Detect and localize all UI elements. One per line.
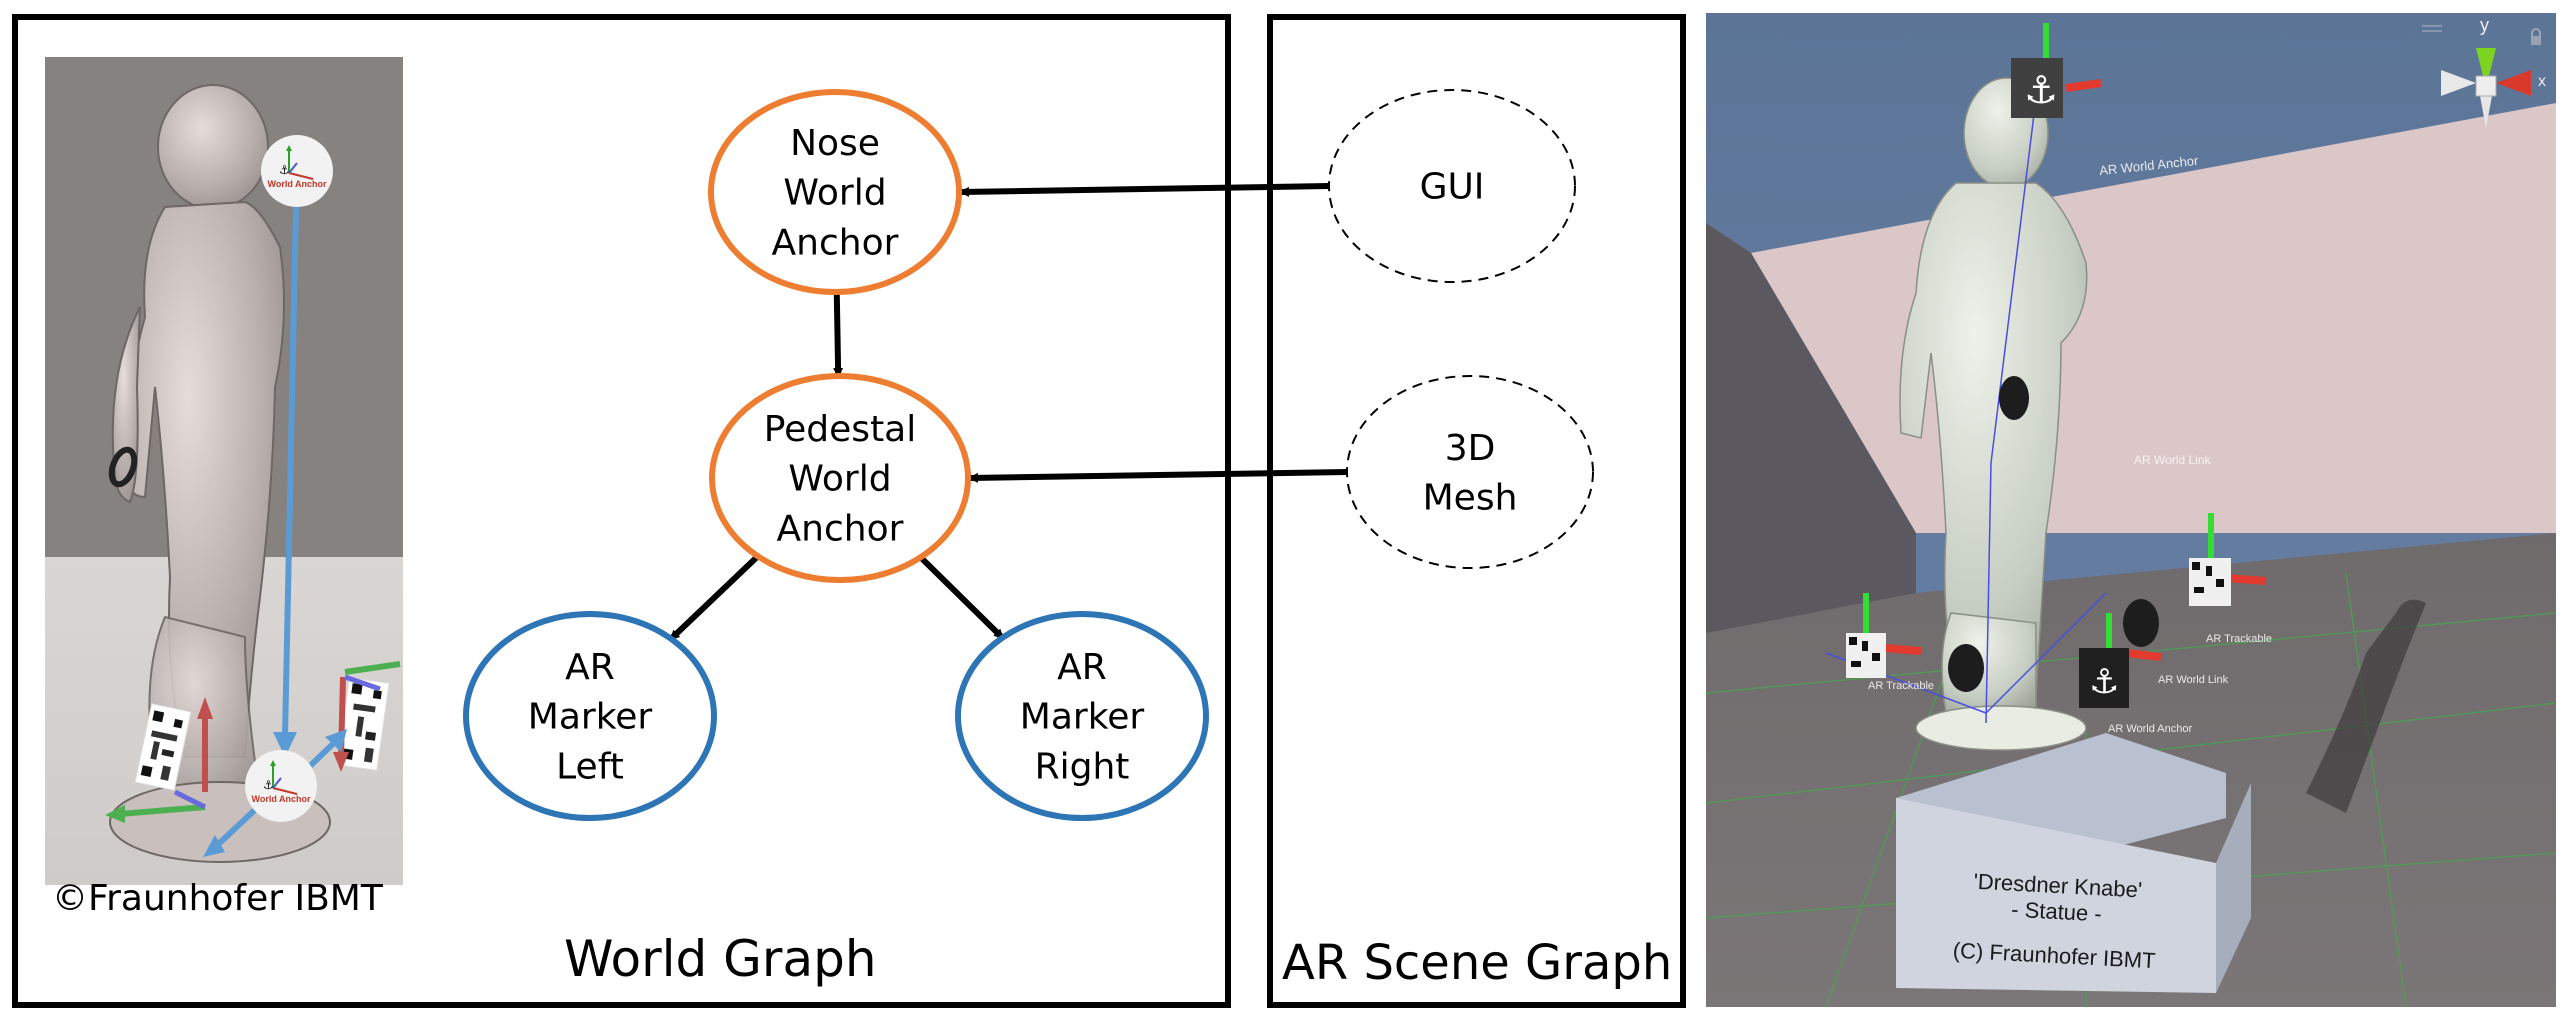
qr-marker-right bbox=[336, 677, 390, 771]
node-gui: GUI bbox=[1328, 89, 1576, 283]
graph-diagram: NoseWorldAnchorPedestalWorldAnchorARMark… bbox=[463, 89, 1594, 821]
shadow bbox=[2306, 599, 2426, 813]
bracelet-icon bbox=[108, 446, 138, 488]
overlay-label: AR Trackable bbox=[2206, 633, 2273, 645]
anchor-cube-pedestal: ⚓ bbox=[2079, 613, 2162, 708]
node-label: AR bbox=[1057, 647, 1107, 688]
scene-view: ⚓ ⚓ bbox=[1706, 13, 2556, 1007]
overlay-label: AR World Anchor bbox=[2108, 723, 2193, 735]
edge-gui-to-nose bbox=[959, 183, 1330, 197]
gizmo-x-label: x bbox=[2538, 73, 2546, 90]
pedestal-front bbox=[1896, 798, 2216, 993]
world-graph-title: World Graph bbox=[564, 930, 877, 988]
node-label: World bbox=[788, 459, 891, 500]
node-label: Marker bbox=[528, 697, 653, 738]
node-ellipse bbox=[708, 89, 962, 295]
node-ellipse bbox=[955, 611, 1209, 821]
pedestal-side bbox=[2216, 783, 2251, 993]
node-label: AR bbox=[565, 647, 615, 688]
anchor-icon: ⚓ bbox=[2089, 663, 2119, 701]
qr-marker-left bbox=[134, 703, 192, 791]
link-line bbox=[282, 204, 299, 738]
anchor-icon: ⚓ bbox=[279, 163, 290, 177]
axes-icon: ⚓ bbox=[279, 145, 314, 180]
photo-caption: ©Fraunhofer IBMT bbox=[52, 878, 383, 919]
world-anchor-badge-bottom: ⚓ World Anchor bbox=[245, 750, 317, 822]
link-sphere bbox=[1999, 376, 2029, 420]
node-label: Anchor bbox=[772, 222, 899, 263]
edge-pedestal-to-marker_left bbox=[669, 554, 760, 641]
node-ellipse bbox=[709, 373, 971, 583]
node-label: Nose bbox=[790, 123, 880, 164]
anchor-cube-top: ⚓ bbox=[2011, 23, 2102, 118]
node-label: Pedestal bbox=[764, 409, 917, 450]
trackable-left bbox=[1846, 593, 1922, 678]
node-label: Mesh bbox=[1423, 477, 1518, 518]
node-mesh: 3D Mesh bbox=[1346, 375, 1594, 569]
orientation-gizmo bbox=[2441, 48, 2531, 128]
axes-icon: ⚓ bbox=[263, 760, 298, 795]
overlay-label: AR Trackable bbox=[1868, 680, 1935, 692]
node-ellipse bbox=[1328, 89, 1576, 283]
node-label: Marker bbox=[1020, 697, 1145, 738]
menu-icon bbox=[2422, 25, 2442, 27]
grey-wall bbox=[1706, 223, 1916, 633]
link-line bbox=[1985, 97, 2037, 724]
node-label: World bbox=[783, 173, 886, 214]
anchor-icon: ⚓ bbox=[2024, 70, 2058, 112]
badge-label: World Anchor bbox=[267, 179, 327, 189]
ar-scene-graph-title: AR Scene Graph bbox=[1282, 935, 1673, 991]
node-ellipse bbox=[463, 611, 717, 821]
link-sphere bbox=[2123, 599, 2159, 647]
edge-nose-to-pedestal bbox=[833, 291, 844, 379]
anchor-icon: ⚓ bbox=[263, 778, 274, 792]
world-anchor-badge-top: ⚓ World Anchor bbox=[261, 135, 333, 207]
trackable-right bbox=[2189, 513, 2267, 606]
node-label: Anchor bbox=[777, 508, 904, 549]
overlay-label: AR World Link bbox=[2158, 674, 2229, 686]
overlay-label: AR World Link bbox=[2134, 453, 2211, 467]
edge-mesh-to-pedestal bbox=[968, 469, 1348, 483]
link-sphere bbox=[1948, 644, 1984, 692]
node-label: Left bbox=[556, 746, 624, 787]
pedestal-label: 'Dresdner Knabe' - Statue - (C) Fraunhof… bbox=[1904, 865, 2209, 977]
node-label: Right bbox=[1035, 746, 1130, 787]
badge-label: World Anchor bbox=[251, 794, 311, 804]
node-label: 3D bbox=[1445, 428, 1496, 469]
gizmo-y-label: y bbox=[2480, 15, 2489, 35]
lock-icon bbox=[2531, 28, 2541, 45]
statue-photo: ⚓ World Anchor ⚓ World Anchor bbox=[45, 57, 403, 885]
node-ellipse bbox=[1346, 375, 1594, 569]
edge-pedestal-to-marker_right bbox=[918, 555, 1005, 640]
node-label: GUI bbox=[1420, 167, 1485, 208]
